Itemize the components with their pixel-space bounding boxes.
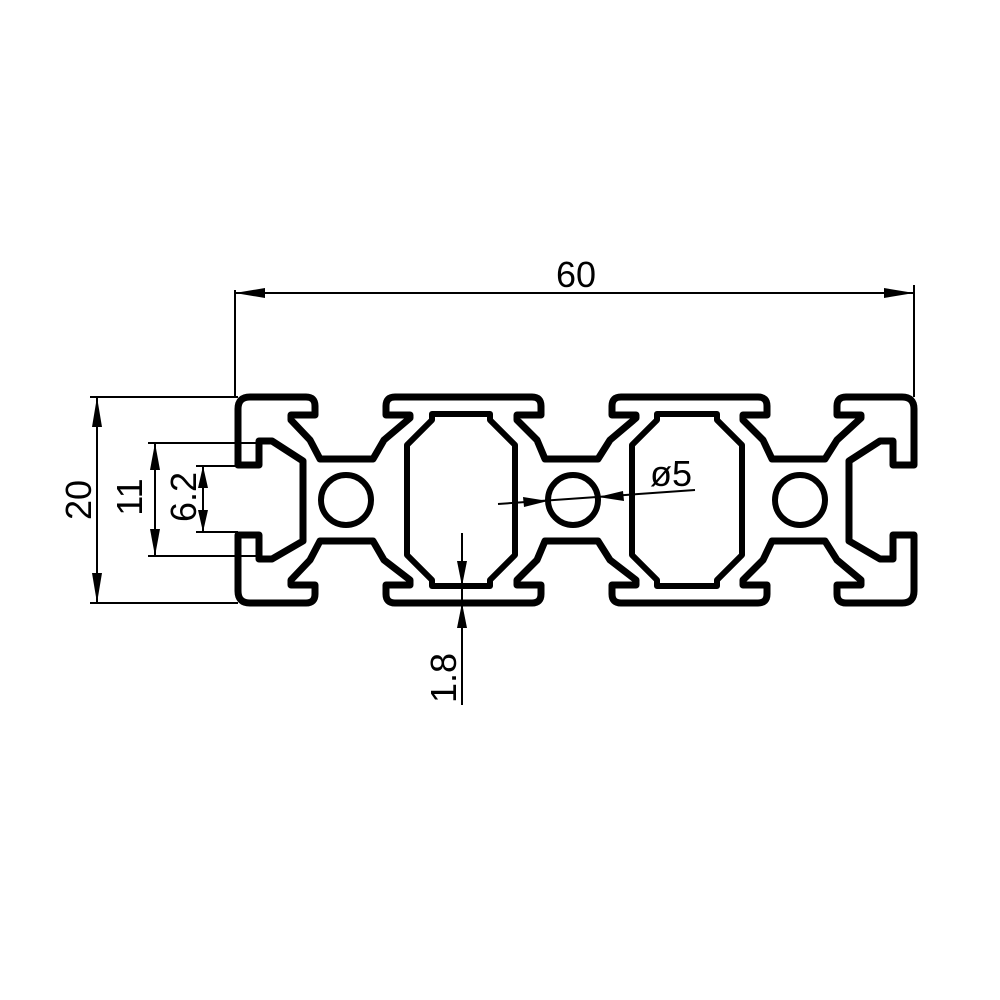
profile-outline: [234, 393, 918, 607]
cavity-right: [629, 411, 745, 589]
dimension-slot-outer-label: 11: [109, 478, 150, 515]
dimension-slot-opening-label: 6.2: [163, 472, 204, 522]
center-hole-left: [318, 472, 374, 528]
dimension-hole-diameter-label: ø5: [650, 453, 692, 494]
dimension-width: 60: [234, 254, 915, 397]
dimension-slot-outer: 11: [109, 442, 259, 557]
dimension-wall-thickness: 1.8: [423, 533, 467, 705]
cavity-left: [404, 411, 518, 589]
dimension-width-label: 60: [556, 254, 596, 295]
dimension-slot-opening: 6.2: [163, 465, 238, 533]
dimension-hole-diameter: ø5: [497, 453, 696, 507]
center-hole-right: [772, 472, 828, 528]
dimension-height: 20: [58, 396, 238, 604]
dimension-wall-thickness-label: 1.8: [423, 653, 464, 703]
dimension-height-label: 20: [58, 480, 99, 520]
